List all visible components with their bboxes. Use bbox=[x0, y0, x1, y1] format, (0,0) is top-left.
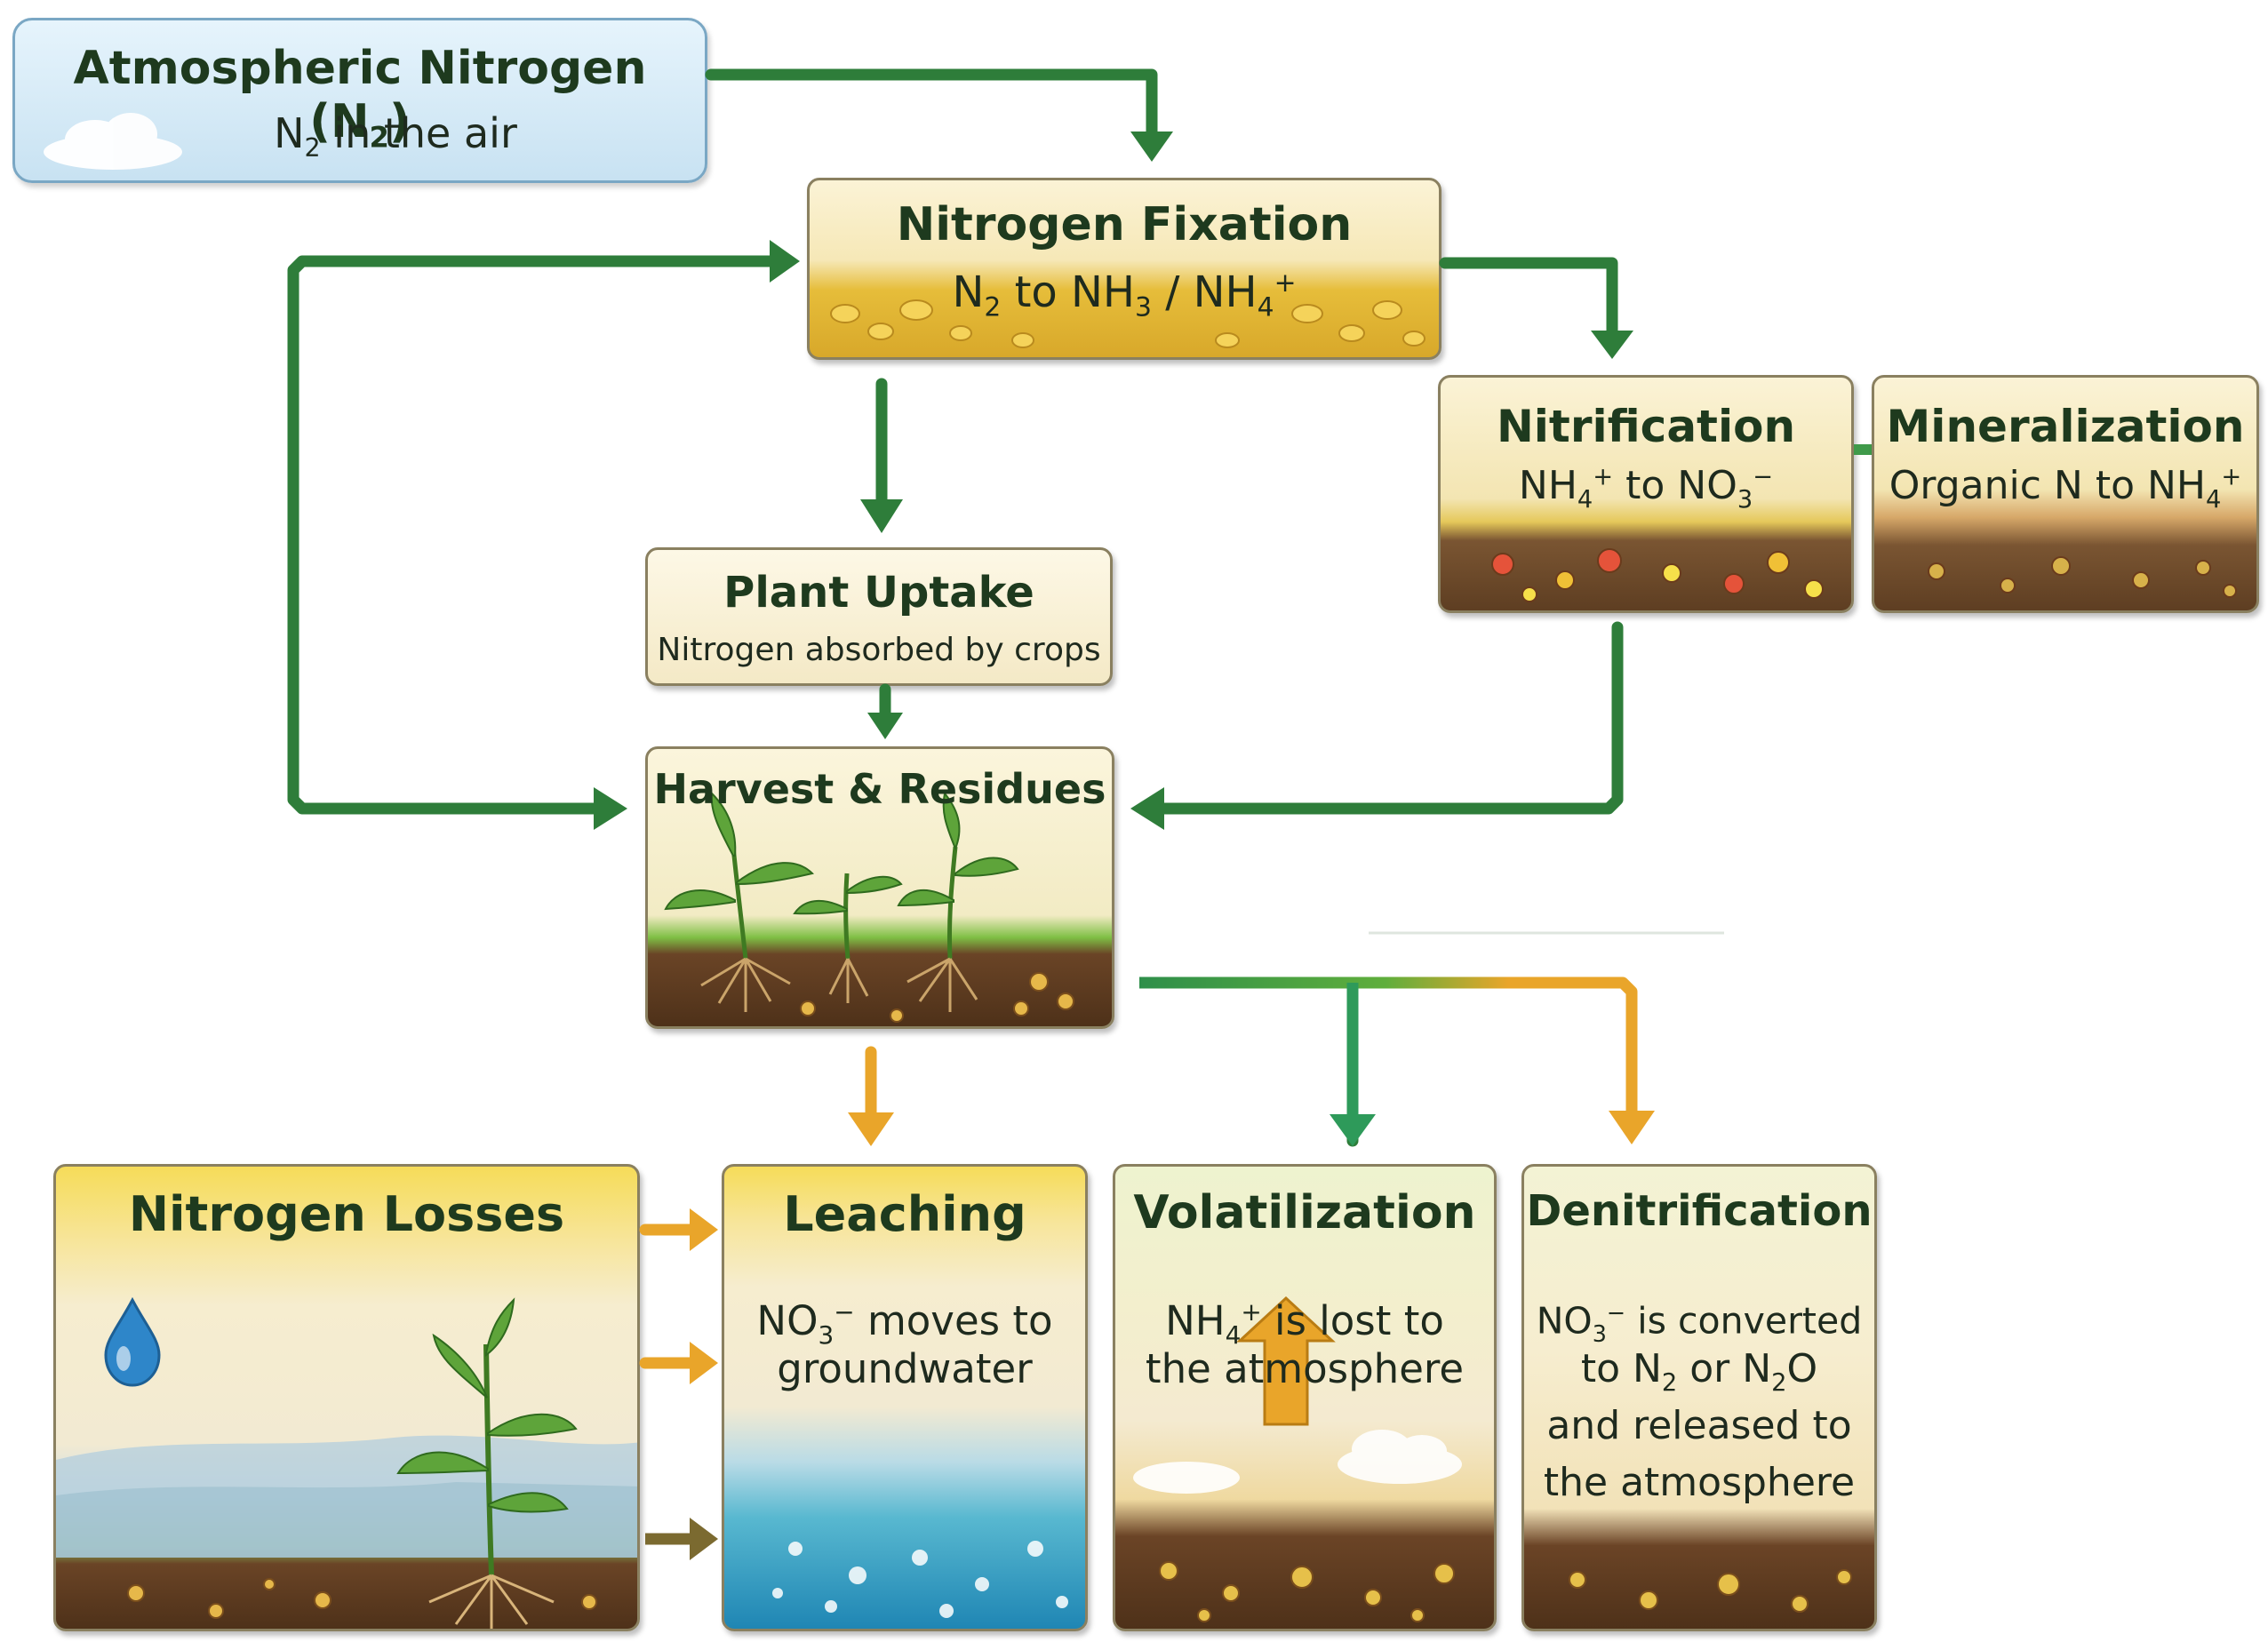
plant-uptake-subtitle: Nitrogen absorbed by crops bbox=[657, 632, 1101, 668]
volatilization-box: Volatilization NH4+ is lost to the atmos… bbox=[1113, 1164, 1497, 1631]
denitrification-description-line3: and released to bbox=[1546, 1403, 1852, 1448]
nitrogen-losses-box: Nitrogen Losses bbox=[53, 1164, 640, 1631]
nitrification-box: Nitrification NH4+ to NO3− bbox=[1438, 375, 1854, 613]
leaching-description-line2: groundwater bbox=[777, 1345, 1033, 1392]
cloud-icon bbox=[44, 113, 182, 170]
mineralization-soil-granules bbox=[1928, 556, 2237, 598]
leaching-title: Leaching bbox=[783, 1186, 1026, 1242]
denitrification-box: Denitrification NO3− is converted to N2 … bbox=[1521, 1164, 1877, 1631]
losses-field-illustration bbox=[56, 1296, 637, 1629]
nitrification-title: Nitrification bbox=[1496, 401, 1796, 452]
arrow-fixation-to-nitrification bbox=[1439, 257, 1618, 337]
atmospheric-nitrogen-box: Atmospheric Nitrogen (N2) N2 in the air bbox=[12, 18, 707, 183]
atmospheric-nitrogen-subtitle: N2 in the air bbox=[274, 109, 517, 163]
volatilization-description-line2: the atmosphere bbox=[1145, 1345, 1465, 1392]
denitrification-description-line4: the atmosphere bbox=[1543, 1460, 1856, 1505]
leaching-box: Leaching NO3− moves to groundwater bbox=[722, 1164, 1088, 1631]
denitrification-soil-granules bbox=[1569, 1569, 1852, 1613]
nitrogen-fixation-title: Nitrogen Fixation bbox=[896, 198, 1353, 251]
fixation-granules bbox=[830, 299, 1425, 348]
plant-uptake-box: Plant Uptake Nitrogen absorbed by crops bbox=[645, 547, 1113, 686]
arrow-harvest-branch bbox=[1139, 976, 1638, 1111]
harvest-residues-title: Harvest & Residues bbox=[653, 765, 1106, 813]
harvest-residues-box: Harvest & Residues bbox=[645, 746, 1114, 1029]
nitrification-soil-granules bbox=[1491, 548, 1824, 602]
volatilization-description-line1: NH4+ is lost to bbox=[1165, 1297, 1444, 1350]
mineralization-box: Mineralization Organic N to NH4+ bbox=[1872, 375, 2259, 613]
mineralization-title: Mineralization bbox=[1886, 401, 2245, 452]
denitrification-description-line1: NO3− is converted bbox=[1536, 1299, 1863, 1347]
nitrification-mineralization-link bbox=[1854, 444, 1873, 455]
arrow-nitrification-to-harvest bbox=[1158, 621, 1624, 815]
volatilization-illustration bbox=[1133, 1295, 1462, 1622]
denitrification-description-line2: to N2 or N2O bbox=[1580, 1346, 1818, 1397]
nitrogen-losses-title: Nitrogen Losses bbox=[128, 1186, 565, 1242]
atmospheric-nitrogen-title: Atmospheric Nitrogen (N2) bbox=[73, 42, 647, 155]
nitrification-subtitle: NH4+ to NO3− bbox=[1518, 463, 1774, 514]
volatilization-title: Volatilization bbox=[1133, 1186, 1476, 1239]
arrow-atmospheric-to-fixation bbox=[705, 68, 1158, 138]
groundwater-illustration bbox=[772, 1541, 1068, 1618]
nitrogen-fixation-box: Nitrogen Fixation N2 to NH3 / NH4+ bbox=[807, 178, 1441, 360]
leaching-description-line1: NO3− moves to bbox=[756, 1297, 1053, 1350]
mineralization-subtitle: Organic N to NH4+ bbox=[1889, 463, 2242, 514]
crop-seedlings-illustration bbox=[664, 791, 1074, 1023]
arrow-left-loop bbox=[287, 255, 779, 815]
upward-arrow-icon bbox=[1236, 1295, 1336, 1426]
plant-uptake-title: Plant Uptake bbox=[723, 568, 1034, 618]
nitrogen-fixation-subtitle: N2 to NH3 / NH4+ bbox=[952, 267, 1297, 323]
denitrification-title: Denitrification bbox=[1526, 1186, 1873, 1236]
water-drop-icon bbox=[104, 1296, 161, 1387]
